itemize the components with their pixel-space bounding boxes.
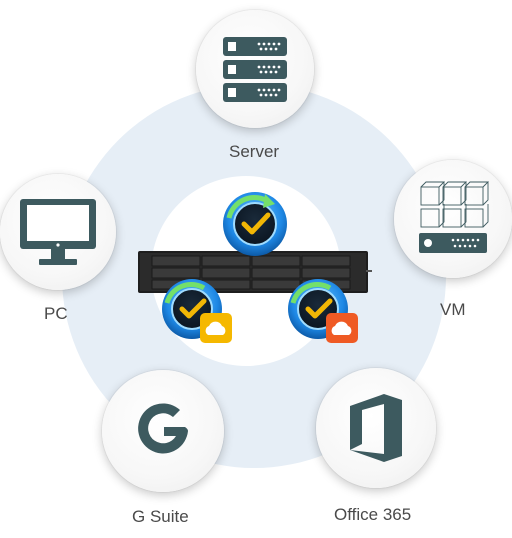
pc-node — [0, 174, 116, 290]
backup-cloud-icon — [162, 279, 232, 343]
pc-label: PC — [44, 304, 68, 323]
gsuite-label: G Suite — [132, 507, 189, 526]
server-node — [196, 10, 314, 128]
server-rack-icon — [223, 37, 287, 102]
g-suite-icon — [138, 403, 188, 454]
vm-label: VM — [440, 300, 466, 319]
backup-sync-icon — [223, 192, 287, 256]
office-365-icon — [350, 394, 402, 462]
office365-node — [316, 368, 436, 488]
office365-label: Office 365 — [334, 505, 412, 524]
virtual-machine-icon — [419, 181, 490, 253]
backup-cloud-icon — [288, 279, 358, 343]
gsuite-node — [102, 370, 224, 492]
desktop-monitor-icon — [20, 199, 96, 265]
vm-node — [394, 160, 512, 278]
server-label: Server — [229, 142, 280, 161]
